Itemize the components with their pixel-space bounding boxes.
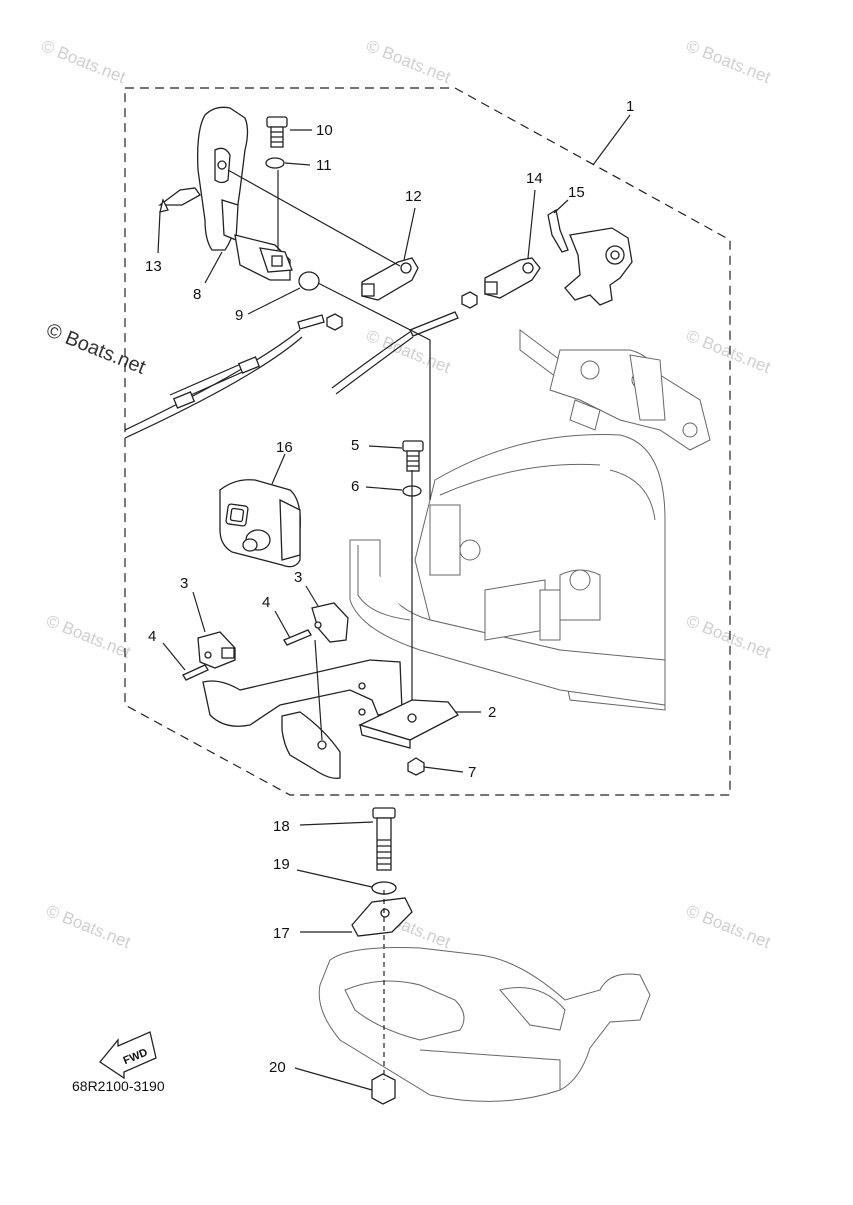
callout-1: 1 <box>626 98 634 115</box>
nut-part-7 <box>407 757 425 776</box>
callout-15: 15 <box>568 184 585 201</box>
watermark: © Boats.net <box>44 901 134 952</box>
bracket-outline <box>349 434 666 711</box>
callout-4: 4 <box>148 628 156 645</box>
callout-8: 8 <box>193 286 201 303</box>
swivel-bracket-outline <box>318 947 651 1102</box>
clamp-part-3-left <box>197 631 236 669</box>
callout-18: 18 <box>273 818 290 835</box>
clamp-part-3-right <box>311 602 349 643</box>
callout-2: 2 <box>488 704 496 721</box>
bolt-part-18 <box>372 807 396 871</box>
shift-cable <box>124 329 414 439</box>
part-code: 68R2100-3190 <box>72 1078 165 1094</box>
cable-joint-part-12 <box>361 257 419 301</box>
callout-5: 5 <box>351 437 359 454</box>
watermark: © Boats.net <box>684 901 774 952</box>
shift-linkage-assembly <box>519 329 711 451</box>
callout-6: 6 <box>351 478 359 495</box>
callout-3: 3 <box>294 569 302 586</box>
shift-lever <box>197 106 293 281</box>
bolt-part-5 <box>402 440 424 472</box>
watermark: © Boats.net <box>364 326 454 377</box>
callout-12: 12 <box>405 188 422 205</box>
nut-cable-left <box>326 313 343 331</box>
watermark: © Boats.net <box>364 36 454 87</box>
watermark: © Boats.net <box>44 611 134 662</box>
oring-part-9 <box>298 271 320 291</box>
mount-plate-lower <box>281 711 341 779</box>
washer-part-11 <box>265 157 285 169</box>
callout-14: 14 <box>526 170 543 187</box>
callout-16: 16 <box>276 439 293 456</box>
callout-4: 4 <box>262 594 270 611</box>
callout-3: 3 <box>180 575 188 592</box>
watermark: © Boats.net <box>684 611 774 662</box>
bolt-part-10 <box>266 116 288 148</box>
bracket-part-17 <box>351 897 413 937</box>
leader-lines <box>157 114 631 1091</box>
watermark-prominent: © Boats.net <box>43 319 149 379</box>
pin-part-4-right <box>283 629 312 646</box>
callout-13: 13 <box>145 258 162 275</box>
clip-part-13 <box>158 187 201 213</box>
callout-9: 9 <box>235 307 243 324</box>
mount-plate-left <box>202 659 403 727</box>
watermark: © Boats.net <box>684 36 774 87</box>
callout-7: 7 <box>468 764 476 781</box>
shift-cam <box>564 227 633 306</box>
watermark: © Boats.net <box>39 36 129 87</box>
pin-part-4-left <box>182 664 209 681</box>
callout-17: 17 <box>273 925 290 942</box>
cable-joint-part-14 <box>484 257 541 299</box>
callout-10: 10 <box>316 122 333 139</box>
clip-part-15 <box>547 208 569 253</box>
grommet-part-16 <box>219 479 301 568</box>
callout-19: 19 <box>273 856 290 873</box>
cable-rod-right <box>409 311 459 337</box>
callout-11: 11 <box>316 157 332 174</box>
callout-labels: 1 2 3 3 4 4 5 6 7 8 9 10 11 12 13 14 15 … <box>145 98 634 1076</box>
watermark: © Boats.net <box>684 326 774 377</box>
assembly-boundary <box>124 87 731 796</box>
cable-rod-left <box>297 314 325 330</box>
nut-cable-right <box>461 291 478 309</box>
bracket-part-2 <box>358 699 459 749</box>
nut-part-20 <box>371 1073 396 1105</box>
fwd-arrow-icon: FWD <box>99 1031 157 1080</box>
callout-20: 20 <box>269 1059 286 1076</box>
